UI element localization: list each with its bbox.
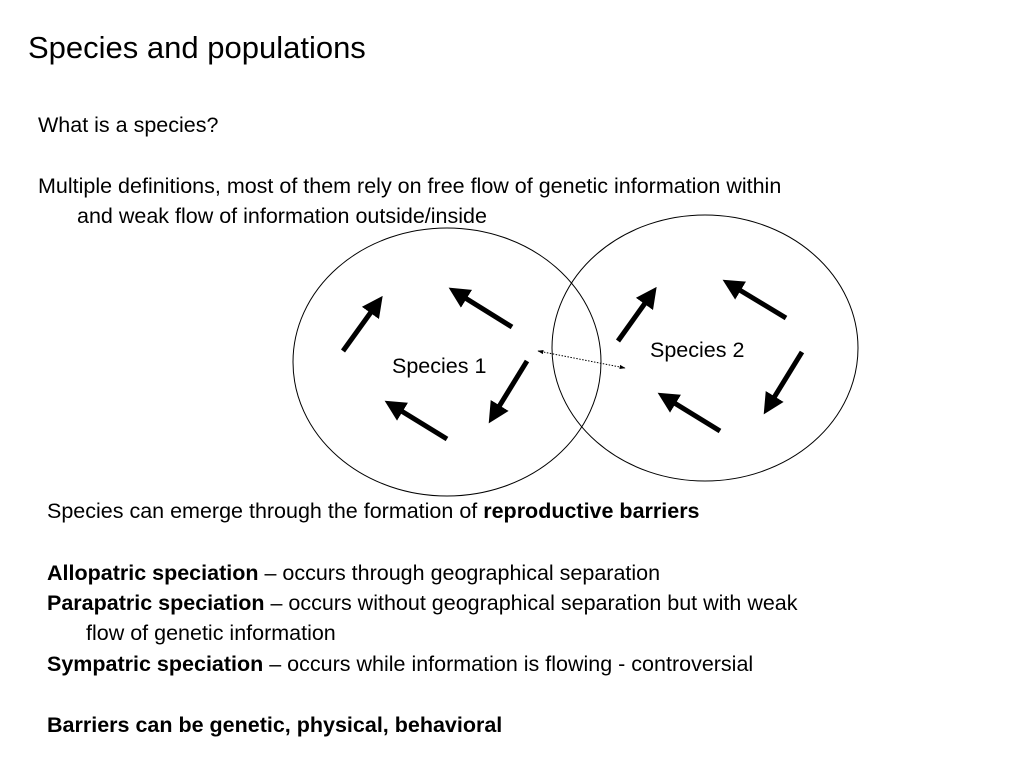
sympatric-term: Sympatric speciation (47, 652, 264, 676)
species1-arrow-4 (384, 400, 449, 442)
parapatric-line-2: flow of genetic information (86, 621, 336, 645)
barriers-line: Barriers can be genetic, physical, behav… (47, 713, 503, 737)
allopatric-line: Allopatric speciation – occurs through g… (47, 558, 660, 588)
emerge-prefix: Species can emerge through the formation… (47, 499, 484, 523)
emerge-bold: reproductive barriers (483, 499, 700, 523)
slide-title: Species and populations (28, 30, 366, 65)
parapatric-line: Parapatric speciation – occurs without g… (47, 588, 798, 618)
sympatric-line: Sympatric speciation – occurs while info… (47, 649, 753, 679)
definition-line-1: Multiple definitions, most of them rely … (38, 174, 782, 198)
parapatric-desc: – occurs without geographical separation… (264, 591, 798, 615)
species2-arrow-3 (763, 350, 805, 415)
sympatric-desc: – occurs while information is flowing - … (263, 652, 754, 676)
parapatric-term: Parapatric speciation (47, 591, 265, 615)
definition-line-2: and weak flow of information outside/ins… (77, 204, 487, 228)
species2-arrow-2 (722, 279, 788, 321)
species1-arrow-3 (488, 359, 530, 424)
species1-arrow-1 (340, 295, 383, 353)
allopatric-desc: – occurs through geographical separation (258, 561, 661, 585)
species2-arrow-1 (615, 286, 657, 343)
emerge-line: Species can emerge through the formation… (47, 496, 700, 526)
species2-circle (551, 214, 859, 482)
species2-arrow-4 (657, 392, 722, 434)
species1-label: Species 1 (392, 354, 486, 378)
question-text: What is a species? (38, 113, 219, 137)
gene-flow-dotted-arrow (537, 349, 626, 370)
species1-arrow-2 (448, 287, 514, 330)
species2-label: Species 2 (650, 338, 744, 362)
allopatric-term: Allopatric speciation (47, 561, 259, 585)
